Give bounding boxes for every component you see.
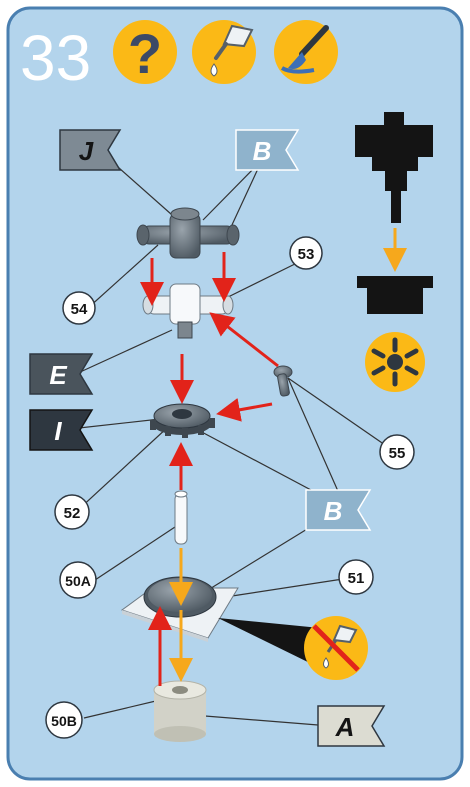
part-55-peg xyxy=(273,365,293,397)
flag-j: J xyxy=(59,129,122,171)
svg-text:J: J xyxy=(79,136,94,166)
svg-text:50A: 50A xyxy=(65,573,91,589)
callout-50a: 50A xyxy=(59,561,97,599)
callout-52: 52 xyxy=(54,494,90,530)
svg-text:51: 51 xyxy=(348,570,365,587)
svg-text:B: B xyxy=(253,136,272,166)
flag-b-top: B xyxy=(235,129,300,171)
no-glue-callout xyxy=(218,616,368,680)
flag-i: I xyxy=(29,409,94,451)
svg-text:55: 55 xyxy=(389,445,406,462)
paint-brush-icon xyxy=(274,20,338,84)
flag-a: A xyxy=(317,705,386,747)
part-52-gear-hub xyxy=(150,403,215,438)
part-54-cross-connector xyxy=(136,207,240,259)
svg-text:A: A xyxy=(335,712,355,742)
flag-b-mid: B xyxy=(305,489,372,531)
svg-text:54: 54 xyxy=(71,301,88,318)
assembly-arrows xyxy=(140,252,279,686)
callout-51: 51 xyxy=(338,559,374,595)
svg-text:E: E xyxy=(49,360,67,390)
svg-text:B: B xyxy=(324,496,343,526)
callout-53: 53 xyxy=(289,236,323,270)
press-tool-silhouette xyxy=(355,112,433,223)
press-tool-base xyxy=(357,276,433,314)
question-icon: ? xyxy=(113,20,177,85)
snap-fit-icon xyxy=(365,332,425,392)
part-50b-cylinder xyxy=(153,680,207,742)
svg-text:52: 52 xyxy=(64,505,81,522)
svg-text:53: 53 xyxy=(298,246,315,263)
step-number: 33 xyxy=(20,22,91,94)
flag-e: E xyxy=(29,353,94,395)
svg-text:?: ? xyxy=(128,22,162,85)
callout-54: 54 xyxy=(62,291,96,325)
part-50a-rod xyxy=(174,490,188,545)
prohibited-slash-icon xyxy=(312,624,360,672)
glue-icon xyxy=(192,20,256,84)
svg-text:I: I xyxy=(54,416,62,446)
svg-text:50B: 50B xyxy=(51,713,77,729)
callout-50b: 50B xyxy=(45,701,83,739)
callout-55: 55 xyxy=(379,434,415,470)
